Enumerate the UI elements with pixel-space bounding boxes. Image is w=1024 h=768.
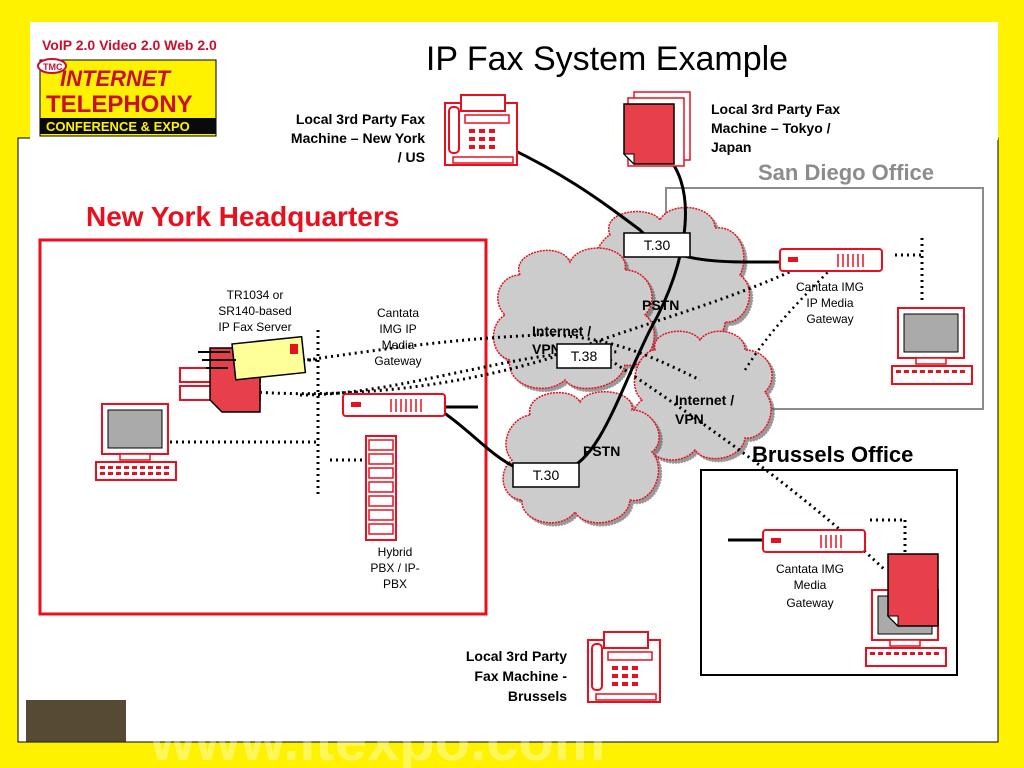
fax-machine-icon	[444, 94, 518, 166]
svg-text:T.38: T.38	[571, 348, 598, 364]
media-gateway-icon	[762, 529, 866, 553]
t30-line-ny-fax	[487, 136, 780, 264]
tokyo-fax-label-1: Local 3rd Party Fax	[711, 101, 840, 117]
new-york-office-title: New York Headquarters	[86, 201, 399, 232]
pstn-top-label: PSTN	[642, 297, 679, 313]
pbx-label-1: Hybrid	[378, 545, 413, 559]
ny-fax-label-3: / US	[398, 149, 425, 165]
sd-internet-link	[743, 269, 831, 371]
br-gateway-label-3: Gateway	[786, 596, 833, 610]
t38-tag: T.38	[556, 343, 612, 369]
t30-line-ny-gateway	[439, 408, 516, 469]
br-gateway-label-2: Media	[794, 578, 827, 592]
ny-fax-label-1: Local 3rd Party Fax	[296, 111, 425, 127]
pbx-label-3: PBX	[383, 577, 407, 591]
internet-vpn-left-label-2: VPN	[532, 341, 561, 357]
san-diego-office-title: San Diego Office	[758, 160, 934, 185]
fax-server-label-1: TR1034 or	[227, 288, 284, 302]
ny-gateway-label-2: IMG IP	[379, 322, 416, 336]
ny-gateway-label-4: Gateway	[374, 354, 421, 368]
fax-server-icon	[179, 335, 307, 413]
svg-text:T.30: T.30	[533, 467, 560, 483]
tokyo-fax-label-2: Machine – Tokyo /	[711, 120, 831, 136]
fax-server-label-3: IP Fax Server	[218, 320, 291, 334]
footer-block	[26, 700, 126, 742]
internet-vpn-right-label-2: VPN	[675, 411, 704, 427]
header-panel	[216, 22, 998, 140]
media-gateway-icon	[779, 248, 883, 272]
t30-top-tag: T.30	[623, 232, 691, 258]
brussels-fax-label-2: Fax Machine -	[474, 668, 567, 684]
watermark: www.itexpo.com	[149, 708, 605, 768]
header-tags: VoIP 2.0 Video 2.0 Web 2.0	[42, 37, 217, 53]
pstn-cloud-bottom	[502, 390, 660, 524]
logo-badge: TMC	[43, 62, 63, 72]
pbx-label-2: PBX / IP-	[370, 561, 419, 575]
tokyo-fax-label-3: Japan	[711, 139, 751, 155]
page-title: IP Fax System Example	[426, 40, 788, 78]
t30-bottom-tag: T.30	[512, 462, 580, 488]
sd-gateway-label-3: Gateway	[806, 312, 853, 326]
fax-machine-icon	[587, 631, 661, 703]
brussels-office-title: Brussels Office	[752, 442, 913, 467]
ny-gateway-label-1: Cantata	[377, 306, 419, 320]
brussels-fax-label-3: Brussels	[508, 688, 567, 704]
document-fax-icon	[886, 553, 939, 628]
brussels-fax-label-1: Local 3rd Party	[466, 648, 567, 664]
logo-line-1: INTERNET	[60, 66, 172, 91]
document-fax-icon	[622, 91, 691, 167]
ny-fax-label-2: Machine – New York	[291, 130, 425, 146]
t30-line-tokyo-fax	[564, 148, 687, 472]
sd-gateway-label-1: Cantata IMG	[796, 280, 864, 294]
logo-line-2: TELEPHONY	[46, 91, 193, 118]
media-gateway-icon	[342, 393, 446, 417]
fax-server-label-2: SR140-based	[218, 304, 291, 318]
conference-logo: TMC INTERNET TELEPHONY CONFERENCE & EXPO	[37, 58, 217, 137]
svg-text:T.30: T.30	[644, 237, 671, 253]
sd-gateway-label-2: IP Media	[806, 296, 853, 310]
ny-gateway-label-3: Media	[382, 338, 415, 352]
internet-vpn-cloud-left	[492, 247, 655, 390]
br-gateway-label-1: Cantata IMG	[776, 562, 844, 576]
computer-icon	[95, 403, 177, 481]
computer-icon	[891, 307, 973, 385]
logo-line-3: CONFERENCE & EXPO	[46, 119, 190, 134]
pbx-rack-icon	[365, 435, 397, 541]
internet-vpn-right-label-1: Internet /	[675, 392, 734, 408]
